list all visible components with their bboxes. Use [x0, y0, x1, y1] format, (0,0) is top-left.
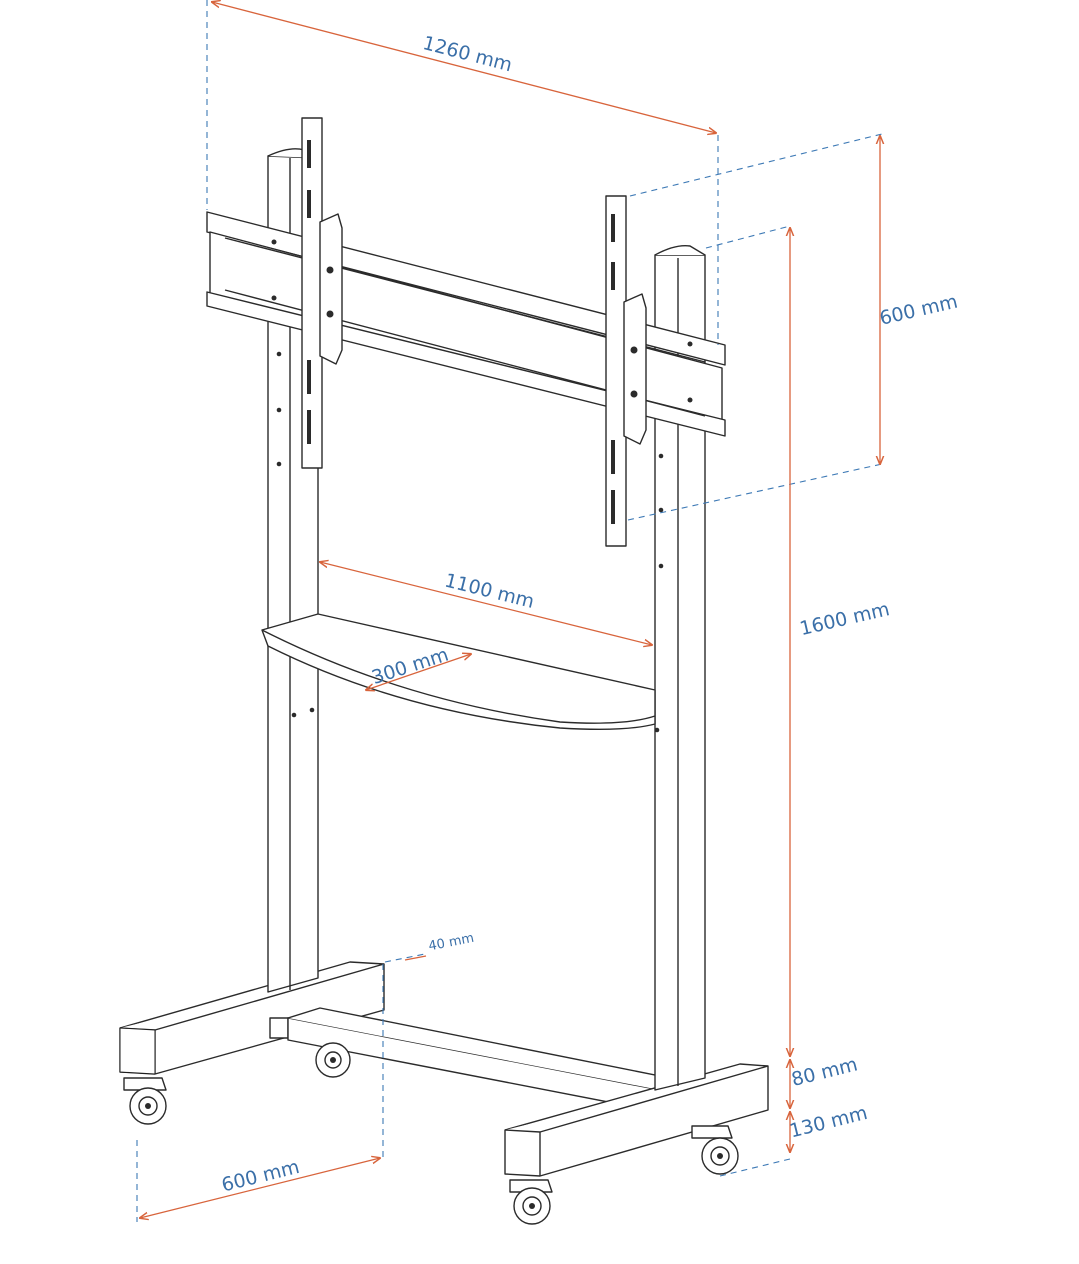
- foot-tube-label: 40 mm: [427, 931, 475, 955]
- total-height-label: 1600 mm: [798, 598, 892, 640]
- base-depth-label: 600 mm: [219, 1156, 301, 1197]
- left-vesa-bracket: [301, 117, 343, 469]
- caster-front-right: [691, 1125, 739, 1175]
- left-base-foot: [119, 961, 385, 1075]
- shelf-width-label: 1100 mm: [442, 569, 536, 612]
- bracket-height-label: 600 mm: [878, 291, 960, 330]
- caster-back-middle: [315, 1042, 351, 1078]
- caster-back-left: [123, 1077, 167, 1125]
- shelf-width-dimension-line: [320, 562, 652, 645]
- width-dimension-line: [212, 2, 716, 133]
- stand-structure: [119, 117, 769, 1225]
- foot-tube-dimension-line: [404, 955, 427, 961]
- right-vesa-bracket: [605, 195, 647, 547]
- base-crossbar: [287, 1007, 681, 1113]
- foot-height-label: 80 mm: [789, 1053, 860, 1091]
- overall-width-label: 1260 mm: [421, 32, 515, 76]
- dimension-lines: [140, 2, 880, 1218]
- base-depth-dimension-line: [140, 1158, 380, 1218]
- caster-front-left: [509, 1179, 553, 1225]
- extension-lines: [136, 0, 883, 1222]
- right-base-foot: [504, 1063, 769, 1177]
- caster-height-label: 130 mm: [787, 1102, 869, 1143]
- shelf-depth-dimension-line: [366, 654, 471, 690]
